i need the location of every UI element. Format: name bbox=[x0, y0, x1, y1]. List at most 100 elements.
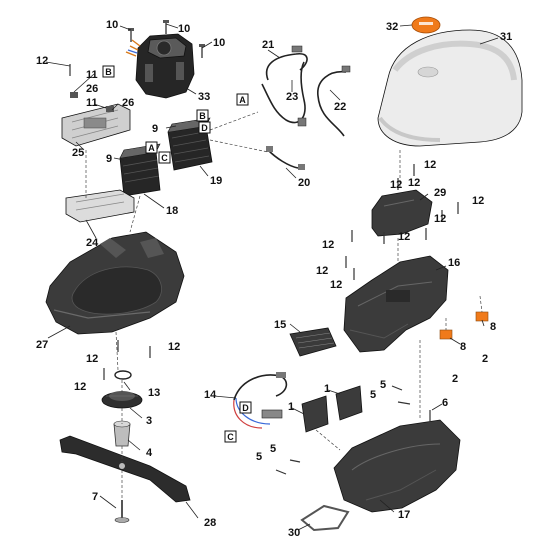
callout-2-a: 2 bbox=[482, 353, 488, 365]
callout-8-a: 8 bbox=[490, 321, 496, 333]
callout-16: 16 bbox=[448, 257, 460, 269]
callout-11-b: 11 bbox=[86, 97, 98, 109]
part-33-motor-unit[interactable] bbox=[125, 33, 195, 99]
part-27-chassis[interactable] bbox=[45, 231, 185, 335]
letter-box-A-1: A bbox=[145, 141, 158, 154]
part-1-block-b[interactable] bbox=[335, 385, 363, 421]
callout-12-9: 12 bbox=[316, 265, 328, 277]
part-20-cable[interactable] bbox=[266, 146, 305, 170]
part-18-board[interactable] bbox=[119, 143, 161, 197]
callout-17: 17 bbox=[398, 509, 410, 521]
callout-12-5: 12 bbox=[472, 195, 484, 207]
callout-5-c: 5 bbox=[270, 443, 276, 455]
part-25-bracket[interactable] bbox=[61, 103, 131, 147]
part-24-frame[interactable] bbox=[65, 189, 135, 223]
part-31-top-cover[interactable] bbox=[377, 29, 523, 147]
screws-12 bbox=[69, 64, 459, 380]
assembly-lines bbox=[85, 111, 483, 498]
screw-10-c[interactable] bbox=[199, 44, 205, 58]
callout-12-8: 12 bbox=[322, 239, 334, 251]
part-8-clip-a[interactable] bbox=[475, 311, 489, 322]
callout-26-a: 26 bbox=[86, 83, 98, 95]
callout-15: 15 bbox=[274, 319, 286, 331]
callout-9-a: 9 bbox=[152, 123, 158, 135]
part-30-bracket[interactable] bbox=[300, 504, 350, 532]
part-32-logo-badge[interactable] bbox=[411, 16, 441, 34]
callout-1-a: 1 bbox=[324, 383, 330, 395]
part-3-drive-disc[interactable] bbox=[101, 391, 143, 409]
part-8-clip-b[interactable] bbox=[439, 329, 453, 340]
part-21-cable[interactable] bbox=[265, 45, 308, 81]
callout-26-b: 26 bbox=[122, 97, 134, 109]
callout-4: 4 bbox=[146, 447, 153, 459]
part-14-harness[interactable] bbox=[233, 372, 288, 429]
callout-30: 30 bbox=[288, 527, 300, 539]
callout-19: 19 bbox=[210, 175, 222, 187]
svg-text:B: B bbox=[105, 67, 112, 77]
callout-2-b: 2 bbox=[452, 373, 458, 385]
callout-7: 7 bbox=[92, 491, 98, 503]
callout-12-13: 12 bbox=[74, 381, 86, 393]
callout-12-10: 12 bbox=[330, 279, 342, 291]
callout-24: 24 bbox=[86, 237, 99, 249]
part-26-clip-b[interactable] bbox=[106, 106, 114, 112]
letter-box-C-2: C bbox=[224, 430, 237, 443]
callout-10-c: 10 bbox=[213, 37, 225, 49]
letter-box-B-1: B bbox=[102, 65, 115, 78]
callout-12-12: 12 bbox=[168, 341, 180, 353]
part-17-bottom-tray[interactable] bbox=[333, 419, 461, 513]
svg-text:C: C bbox=[161, 153, 168, 163]
callout-33: 33 bbox=[198, 91, 210, 103]
part-29-cover[interactable] bbox=[371, 189, 433, 237]
callout-12-11: 12 bbox=[86, 353, 98, 365]
part-23-cable[interactable] bbox=[261, 61, 307, 127]
part-7-bolt[interactable] bbox=[114, 500, 130, 523]
screws-5 bbox=[275, 385, 411, 475]
callout-21: 21 bbox=[262, 39, 274, 51]
letter-box-B-2: B bbox=[196, 109, 209, 122]
letter-box-A-2: A bbox=[236, 93, 249, 106]
part-13-seal-ring[interactable] bbox=[114, 370, 132, 380]
callout-5-d: 5 bbox=[256, 451, 262, 463]
callout-5-a: 5 bbox=[380, 379, 386, 391]
callout-12-1: 12 bbox=[36, 55, 48, 67]
callout-9-b: 9 bbox=[106, 153, 112, 165]
callout-13: 13 bbox=[148, 387, 160, 399]
callout-12-6: 12 bbox=[434, 213, 446, 225]
callout-29: 29 bbox=[434, 187, 446, 199]
callout-12-4: 12 bbox=[408, 177, 420, 189]
callout-12-2: 12 bbox=[424, 159, 436, 171]
svg-text:A: A bbox=[239, 95, 246, 105]
svg-text:D: D bbox=[201, 123, 208, 133]
leader-lines bbox=[45, 23, 499, 531]
callout-8-b: 8 bbox=[460, 341, 466, 353]
callout-22: 22 bbox=[334, 101, 346, 113]
part-22-cable[interactable] bbox=[317, 65, 351, 137]
part-26-clip-a[interactable] bbox=[70, 92, 78, 98]
screw-10-b[interactable] bbox=[163, 20, 169, 34]
screw-10-a[interactable] bbox=[128, 28, 134, 42]
callout-28: 28 bbox=[204, 517, 216, 529]
svg-text:C: C bbox=[227, 432, 234, 442]
callout-18: 18 bbox=[166, 205, 178, 217]
svg-text:B: B bbox=[199, 111, 206, 121]
callout-25: 25 bbox=[72, 147, 84, 159]
callout-32: 32 bbox=[386, 21, 398, 33]
part-4-hub[interactable] bbox=[113, 420, 131, 447]
part-15-grille[interactable] bbox=[289, 327, 337, 357]
callout-3: 3 bbox=[146, 415, 152, 427]
part-28-blade[interactable] bbox=[59, 435, 191, 503]
callout-12-3: 12 bbox=[390, 179, 402, 191]
part-16-housing[interactable] bbox=[343, 255, 449, 353]
callout-20: 20 bbox=[298, 177, 310, 189]
callout-1-b: 1 bbox=[288, 401, 294, 413]
callout-23: 23 bbox=[286, 91, 298, 103]
part-19-control-board[interactable] bbox=[167, 117, 213, 171]
callout-labels: 10 10 10 33 12 11 26 11 26 25 9 9 19 18 … bbox=[36, 19, 512, 539]
svg-text:A: A bbox=[148, 143, 155, 153]
callout-10-b: 10 bbox=[178, 23, 190, 35]
callout-11-a: 11 bbox=[86, 69, 98, 81]
callout-14: 14 bbox=[204, 389, 217, 401]
part-1-block-a[interactable] bbox=[301, 395, 329, 433]
